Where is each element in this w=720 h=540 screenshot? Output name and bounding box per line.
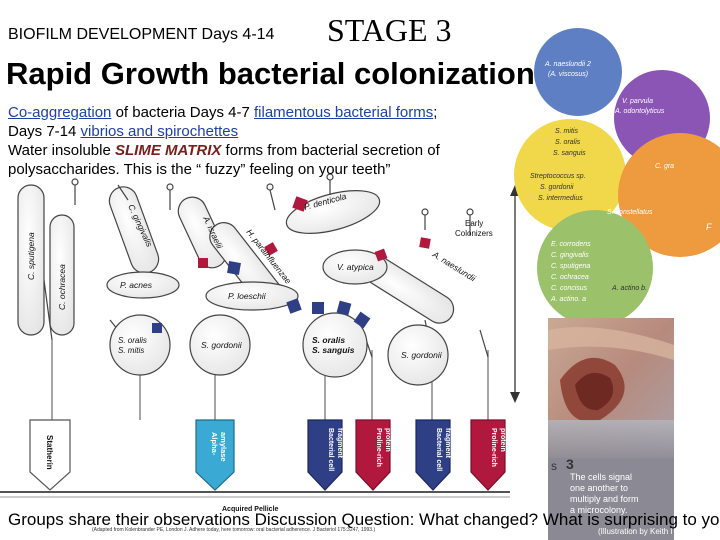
label-alpha-2: amylase bbox=[219, 432, 228, 462]
bubble-orange-text-3: F bbox=[706, 222, 712, 232]
label-v-atypica: V. atypica bbox=[337, 262, 374, 272]
photo-s-label: s bbox=[551, 459, 557, 473]
photo-stage-number: 3 bbox=[566, 456, 574, 472]
label-s-gordonii-1: S. gordonii bbox=[201, 340, 243, 350]
label-alpha-1: Alpha- bbox=[210, 432, 219, 456]
body-text: Co-aggregation of bacteria Days 4-7 fila… bbox=[8, 103, 508, 179]
label-c-ochracea: C. ochracea bbox=[57, 264, 67, 310]
label-p-loeschii: P. loeschii bbox=[228, 291, 267, 301]
slime-matrix: SLIME MATRIX bbox=[115, 142, 221, 159]
citation: (Adapted from Kolenbrander PE, London J.… bbox=[92, 527, 375, 533]
rod-c-gingivalis bbox=[105, 183, 162, 277]
link-filamentous[interactable]: filamentous bacterial forms bbox=[254, 104, 433, 121]
label-s-gordonii-2: S. gordonii bbox=[401, 350, 443, 360]
heading-small: BIOFILM DEVELOPMENT Days 4-14 bbox=[8, 26, 274, 44]
bubble-orange-text-1: C. gra bbox=[655, 163, 674, 170]
link-co-aggregation[interactable]: Co-aggregation bbox=[8, 104, 111, 121]
cell-p-denticola bbox=[282, 182, 384, 242]
label-actino-b: A. actino b. bbox=[611, 285, 647, 292]
filament-rods bbox=[18, 183, 459, 335]
pellicle-receptors bbox=[30, 420, 505, 490]
label-statherin: Statherin bbox=[45, 435, 54, 470]
label-c-sputigena: C. sputigena bbox=[26, 232, 36, 280]
early-colonizers-arrow bbox=[510, 185, 520, 403]
link-vibrios[interactable]: vibrios and spirochettes bbox=[81, 123, 239, 140]
heading-stage: STAGE 3 bbox=[327, 12, 452, 49]
label-a-naeslundii: A. naeslundii bbox=[430, 249, 478, 284]
heading-main: Rapid Growth bacterial colonization bbox=[6, 56, 535, 92]
bubble-orange-text-2: S. constellatus bbox=[607, 209, 653, 216]
label-p-acnes: P. acnes bbox=[120, 280, 153, 290]
